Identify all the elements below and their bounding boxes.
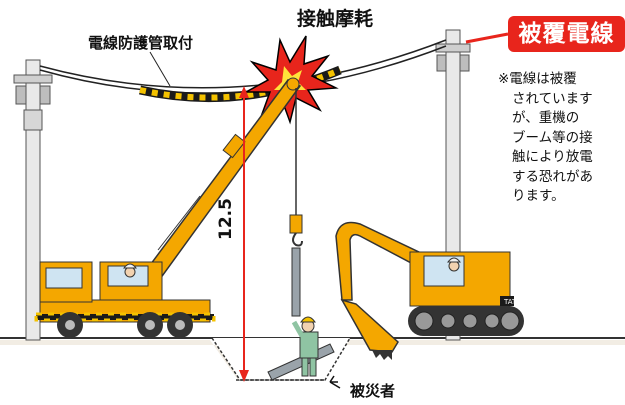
caution-note-line: する恐れがあ (512, 168, 593, 185)
badge-leader (465, 32, 509, 44)
contact-wear-label: 接触摩耗 (297, 8, 374, 30)
height-dimension-arrow (239, 86, 249, 382)
injured-worker (267, 316, 335, 381)
caution-note-line: されています (512, 90, 593, 107)
sleeve-label: 電線防護管取付 (88, 34, 194, 52)
victim-pointer-arrow (329, 375, 341, 389)
caution-note-line: ります。 (512, 188, 565, 204)
victim-label: 被災者 (350, 382, 396, 400)
excavator-brand-text: TATS (503, 298, 521, 306)
covered-wire-badge: 被覆電線 (508, 16, 625, 52)
caution-note-line: ブーム等の接 (512, 129, 593, 146)
crane-truck (34, 77, 303, 338)
caution-note-line: が、重機の (512, 110, 580, 126)
caution-note-line: ※電線は被覆 (498, 71, 577, 87)
height-label: 12.5 (216, 198, 236, 240)
excavator: TATS (335, 221, 524, 360)
caution-note-line: 触により放電 (512, 149, 593, 165)
utility-pole-left (13, 59, 53, 341)
sleeve-leader-line (149, 51, 171, 87)
covered-wire-badge-text: 被覆電線 (518, 21, 615, 47)
caution-note: ※電線は被覆 されています が、重機の ブーム等の接 触により放電 する恐れがあ… (498, 70, 625, 207)
